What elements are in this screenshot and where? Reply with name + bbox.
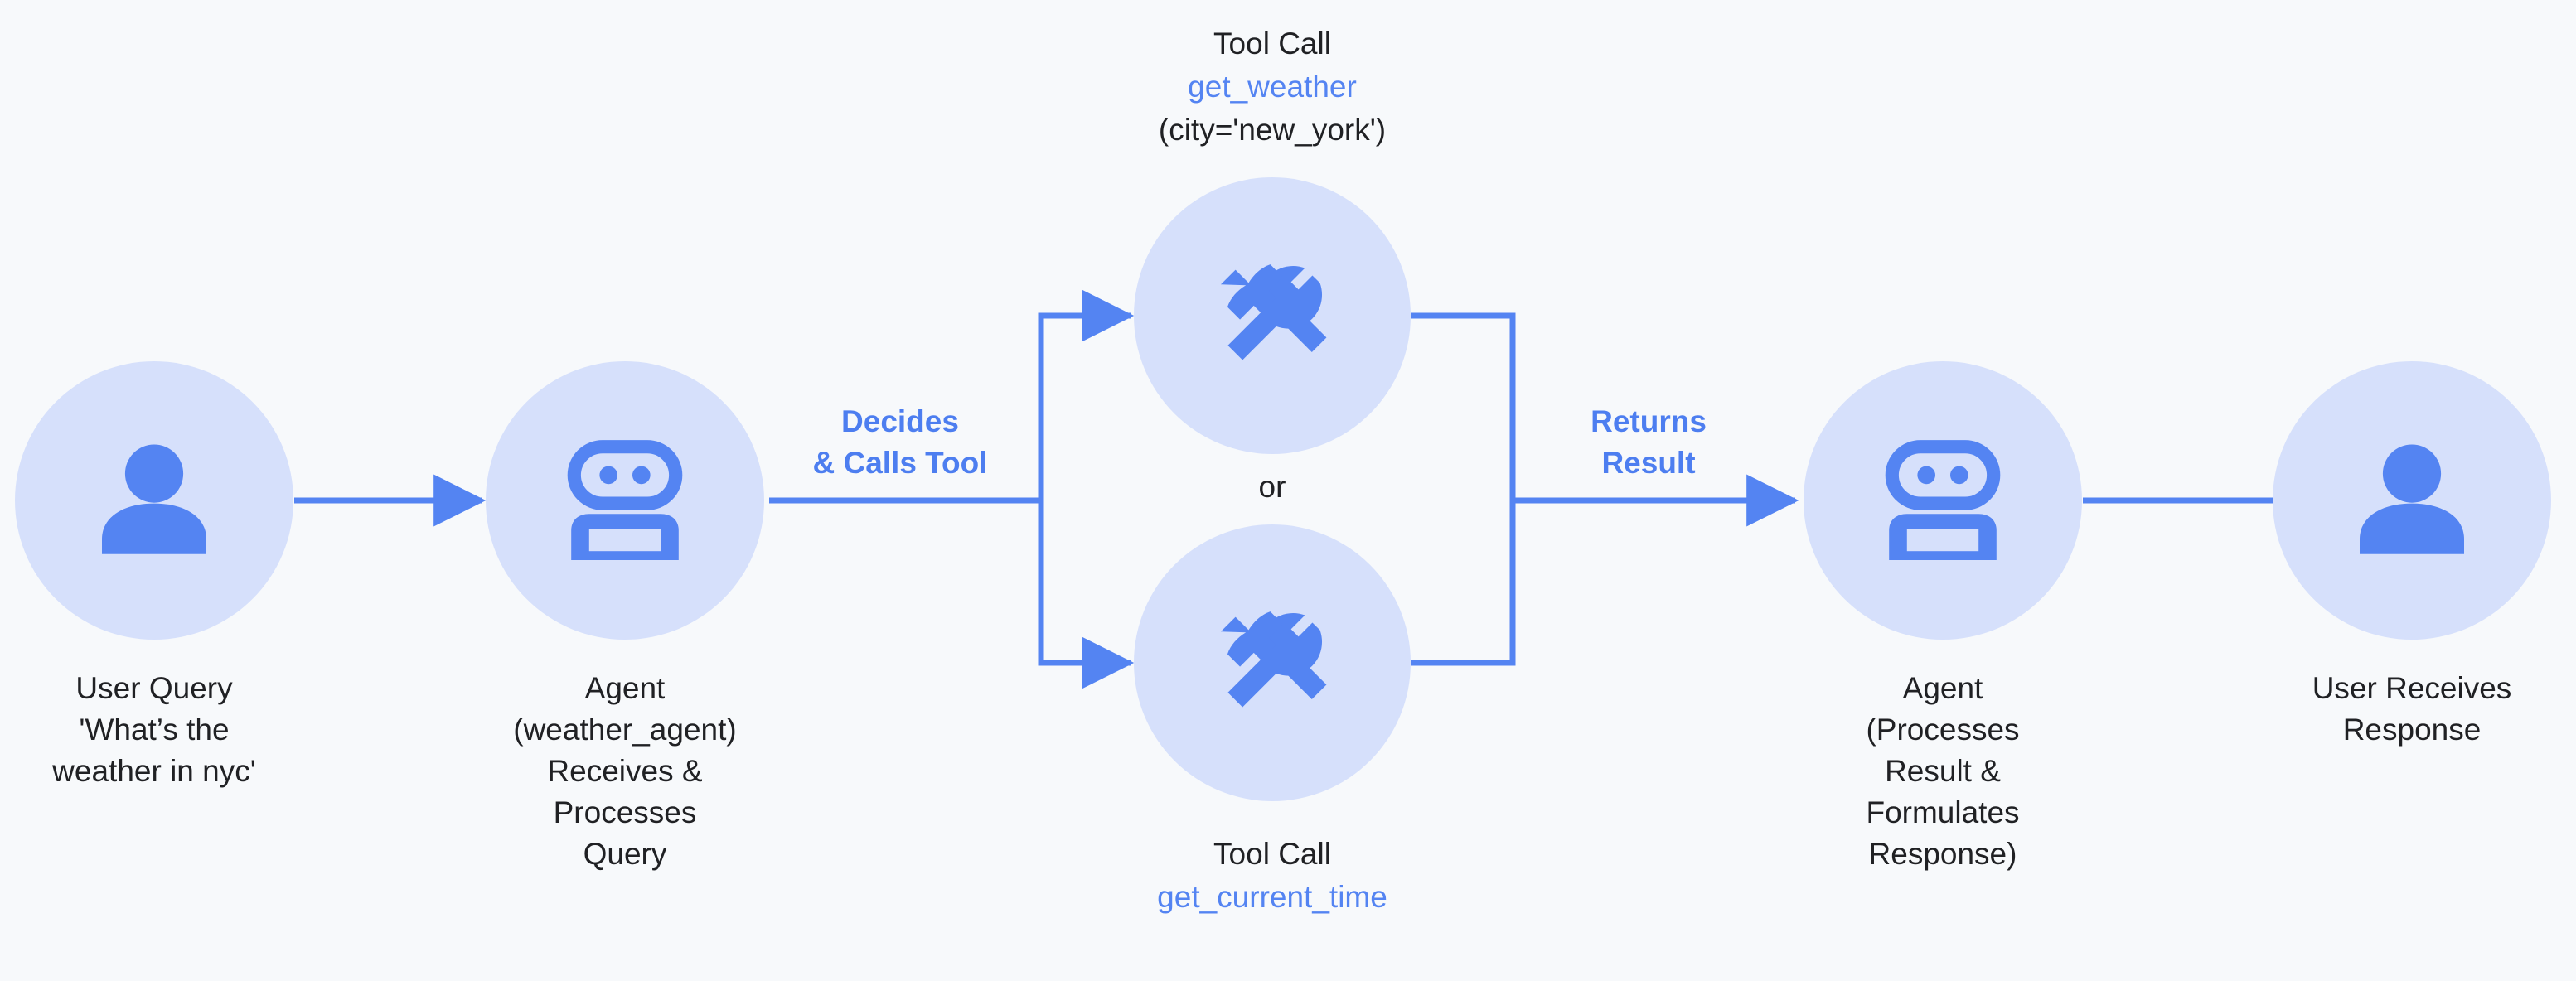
agent-formulates-label-line-1: Agent: [1903, 671, 1983, 705]
returns-label-line-1: Returns: [1591, 404, 1707, 438]
agent-formulates-label-line-4: Formulates: [1866, 795, 2019, 829]
edge-label-returns: Returns Result: [1591, 404, 1707, 480]
decides-label-line-1: Decides: [841, 404, 959, 438]
node-tool-call-get-current-time[interactable]: Tool Call get_current_time: [1134, 524, 1411, 914]
user-query-label-line-1: User Query: [75, 671, 233, 705]
user-receives-label-line-2: Response: [2343, 713, 2482, 747]
returns-label-line-2: Result: [1601, 446, 1695, 480]
agent-formulates-label-line-3: Result &: [1885, 754, 2001, 788]
node-user-receives-response[interactable]: User Receives Response: [2273, 361, 2551, 747]
edge-tool-bottom-to-merge: [1411, 500, 1516, 666]
agent-receives-label-line-2: (weather_agent): [513, 713, 736, 747]
branch-separator-label: or: [1259, 470, 1286, 504]
tool-top-arguments: (city='new_york'): [1159, 113, 1386, 147]
agent-receives-label-line-4: Processes: [554, 795, 697, 829]
edge-label-decides: Decides & Calls Tool: [812, 404, 987, 480]
edge-branch-to-tool-bottom: [1038, 500, 1135, 689]
agent-formulates-label-line-5: Response): [1869, 837, 2017, 871]
node-agent-receives[interactable]: Agent (weather_agent) Receives & Process…: [486, 361, 764, 871]
tool-top-title: Tool Call: [1213, 27, 1331, 60]
agent-receives-label-line-1: Agent: [585, 671, 666, 705]
tool-bottom-function-name: get_current_time: [1157, 880, 1387, 914]
decides-label-line-2: & Calls Tool: [812, 446, 987, 480]
connectors: [294, 289, 2416, 689]
agent-receives-label-line-5: Query: [583, 837, 667, 871]
node-user-query[interactable]: User Query 'What’s the weather in nyc': [15, 361, 293, 788]
tool-top-function-name: get_weather: [1188, 70, 1357, 104]
agent-receives-label-line-3: Receives &: [547, 754, 702, 788]
node-tool-call-get-weather[interactable]: Tool Call get_weather (city='new_york'): [1134, 27, 1411, 454]
tool-bottom-title: Tool Call: [1213, 837, 1331, 871]
edge-branch-to-tool-top: [1038, 289, 1135, 500]
node-agent-formulates[interactable]: Agent (Processes Result & Formulates Res…: [1804, 361, 2082, 871]
agent-formulates-label-line-2: (Processes: [1866, 713, 2019, 747]
user-query-label-line-3: weather in nyc': [51, 754, 256, 788]
edge-tool-top-to-merge: [1411, 312, 1516, 500]
user-receives-label-line-1: User Receives: [2312, 671, 2512, 705]
user-query-label-line-2: 'What’s the: [79, 713, 229, 747]
